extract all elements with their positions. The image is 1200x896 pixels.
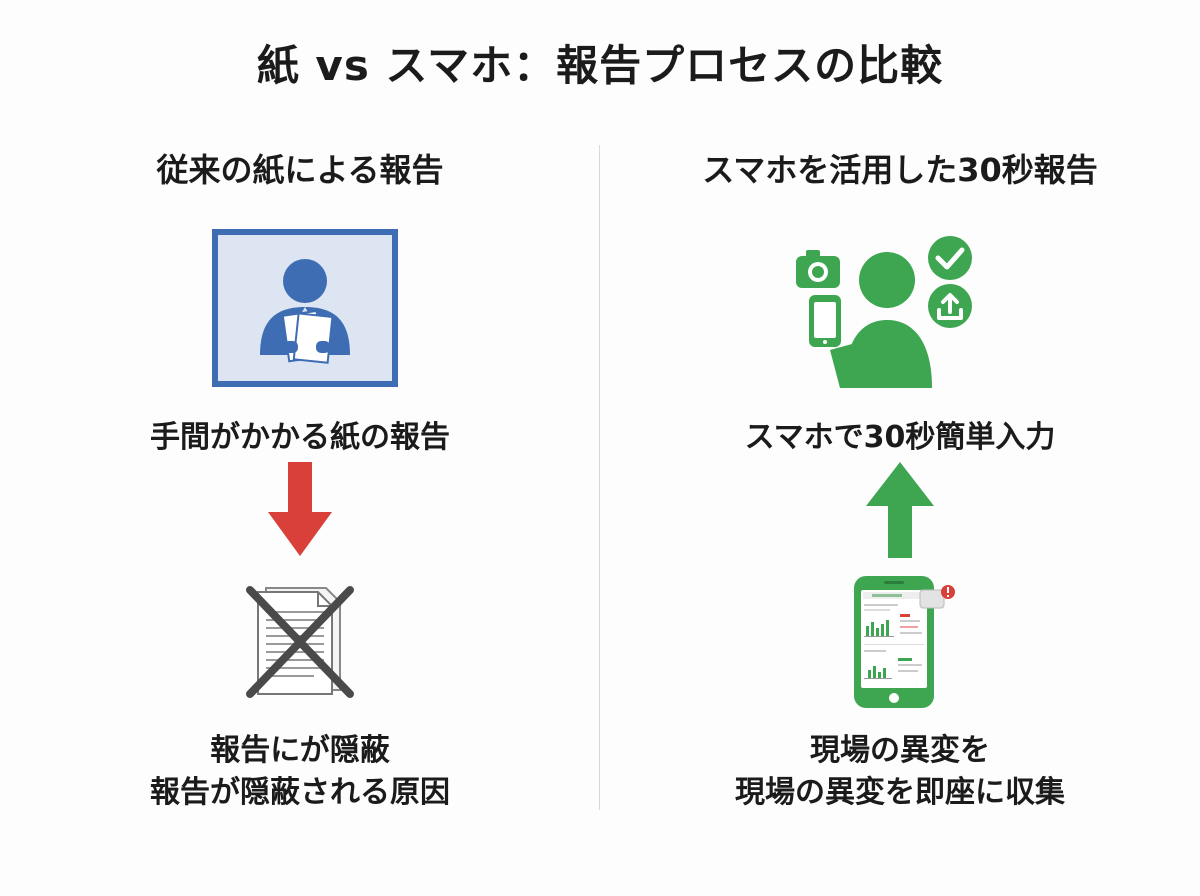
paper-report-caption: 報告にが隠蔽 報告が隠蔽される原因 <box>0 730 600 814</box>
page-title: 紙 vs スマホ：報告プロセスの比較 <box>256 41 944 90</box>
smartphone-report-caption: 現場の異変を 現場の異変を即座に収集 <box>600 730 1200 814</box>
paper-report-column: 従来の紙による報告 手間がかかる紙の報告 <box>0 151 600 814</box>
upload-icon <box>928 284 972 328</box>
arrow-down-icon <box>268 462 332 556</box>
paper-caption-line1: 報告にが隠蔽 <box>210 733 390 768</box>
camera-icon <box>796 250 840 288</box>
smartphone-caption-line2: 現場の異変を即座に収集 <box>735 775 1065 810</box>
smartphone-report-column: スマホを活用した30秒報告 スマホで30秒簡単入力 <box>600 0 1200 896</box>
smartphone-report-label: スマホで30秒簡単入力 <box>744 420 1056 455</box>
smartphone-report-heading: スマホを活用した30秒報告 <box>702 151 1098 189</box>
column-divider <box>599 145 600 810</box>
person-with-smartphone-icon <box>796 236 972 388</box>
check-circle-icon <box>928 236 972 280</box>
smartphone-dashboard-icon <box>854 576 955 708</box>
arrow-up-icon <box>866 462 934 558</box>
paper-report-label: 手間がかかる紙の報告 <box>150 420 450 455</box>
smartphone-caption-line1: 現場の異変を <box>810 733 990 768</box>
paper-report-heading: 従来の紙による報告 <box>156 151 444 189</box>
crossed-out-document-icon <box>246 586 354 698</box>
paper-caption-line2: 報告が隠蔽される原因 <box>150 775 450 810</box>
person-holding-papers-icon <box>212 229 398 387</box>
